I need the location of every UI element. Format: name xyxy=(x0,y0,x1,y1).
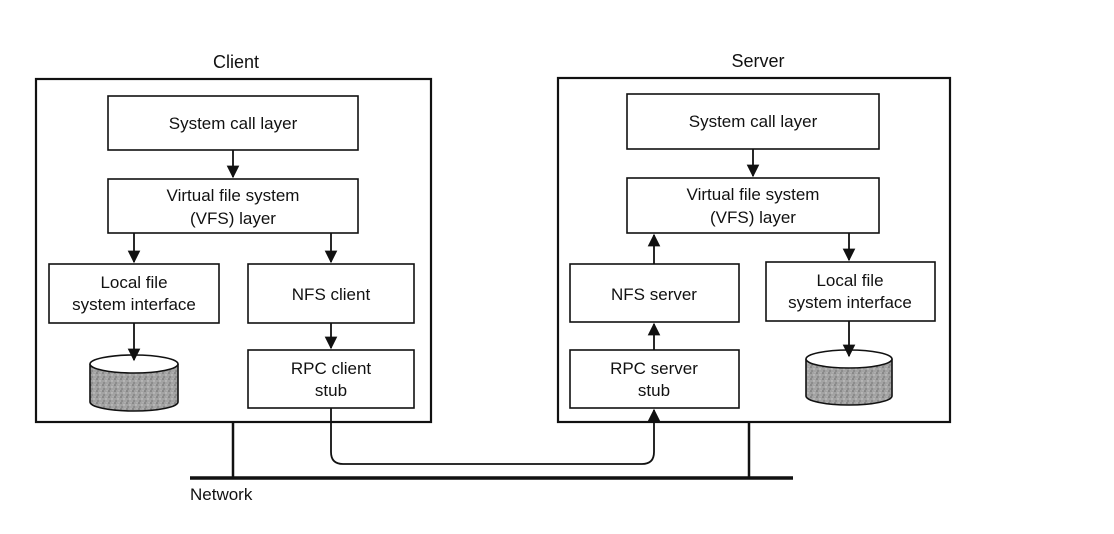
server-system-call-layer-label: System call layer xyxy=(689,112,818,131)
network-label: Network xyxy=(190,485,253,504)
client-disk-icon xyxy=(89,354,179,412)
client-local-fs-label-line2: system interface xyxy=(72,295,196,314)
client-title: Client xyxy=(213,52,259,72)
rpc-message-path-arrow xyxy=(330,408,661,465)
client-vfs-label-line1: Virtual file system xyxy=(167,186,300,205)
nfs-client-label: NFS client xyxy=(292,285,371,304)
server-disk-icon xyxy=(805,349,893,406)
client-system-call-layer-box xyxy=(107,95,359,151)
server-title: Server xyxy=(731,51,784,71)
nfs-server-label: NFS server xyxy=(611,285,697,304)
client-vfs-box xyxy=(107,178,359,234)
client-system-call-layer-label: System call layer xyxy=(169,114,298,133)
client-local-fs-box xyxy=(48,263,220,324)
rpc-server-stub-label-line1: RPC server xyxy=(610,359,698,378)
server-vfs-label-line2: (VFS) layer xyxy=(710,208,796,227)
server-local-fs-label-line2: system interface xyxy=(788,293,912,312)
server-system-call-layer-box xyxy=(626,93,880,150)
rpc-server-stub-box xyxy=(569,349,740,409)
rpc-client-stub-label-line2: stub xyxy=(315,381,347,400)
rpc-server-stub-label-line2: stub xyxy=(638,381,670,400)
server-local-fs-label-line1: Local file xyxy=(816,271,883,290)
nfs-server-box xyxy=(569,263,740,323)
client-local-fs-label-line1: Local file xyxy=(100,273,167,292)
server-vfs-box xyxy=(626,177,880,234)
server-vfs-label-line1: Virtual file system xyxy=(687,185,820,204)
client-vfs-label-line2: (VFS) layer xyxy=(190,209,276,228)
server-local-fs-box xyxy=(765,261,936,322)
rpc-client-stub-box xyxy=(247,349,415,409)
rpc-client-stub-label-line1: RPC client xyxy=(291,359,372,378)
